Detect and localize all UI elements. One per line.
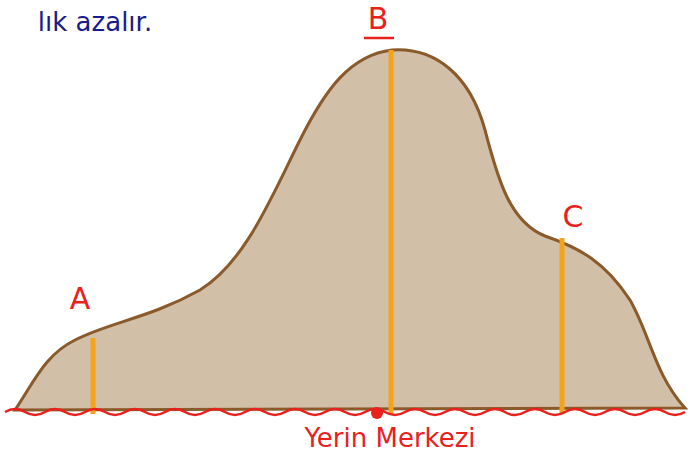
- height-line-b: [389, 50, 394, 414]
- point-label: A: [70, 282, 91, 315]
- height-line-c: [560, 238, 565, 414]
- note-text: lık azalır.: [38, 8, 152, 37]
- center-dot: [371, 407, 383, 419]
- ground-wavy-line: [5, 409, 685, 415]
- hill-shape: [15, 50, 685, 410]
- height-line-a: [91, 338, 96, 414]
- point-label: C: [563, 200, 584, 233]
- label-underline: [364, 37, 394, 40]
- point-label: B: [368, 2, 389, 35]
- center-label: Yerin Merkezi: [304, 424, 475, 453]
